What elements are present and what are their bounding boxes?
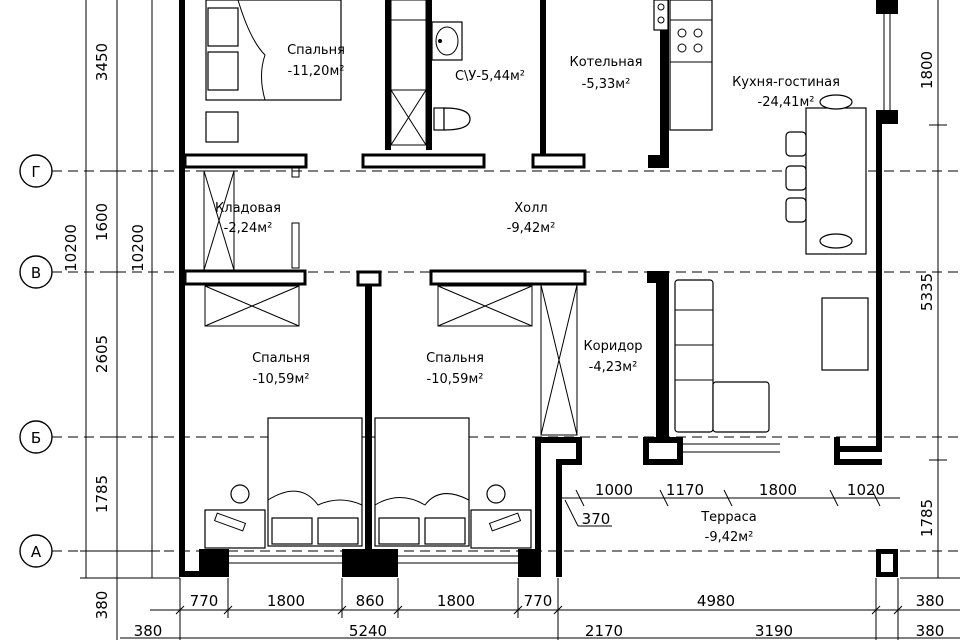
tv-unit bbox=[821, 297, 869, 371]
sink bbox=[431, 21, 463, 61]
room-bedroom-left-name: Спальня bbox=[252, 351, 310, 366]
right-dimension-chain bbox=[900, 0, 960, 579]
interior-walls bbox=[183, 0, 780, 549]
dining-table bbox=[785, 94, 867, 255]
bottom-dimension-chain bbox=[120, 578, 960, 640]
room-hall-name: Холл bbox=[514, 201, 547, 216]
bed-top bbox=[205, 0, 342, 143]
dim-terrace-3: 1800 bbox=[759, 481, 797, 499]
room-bedroom-top-area: -11,20м² bbox=[288, 64, 345, 79]
dim-bottom2-5: 380 bbox=[916, 622, 945, 640]
dim-terrace-step: 370 bbox=[582, 510, 611, 528]
dim-terrace-4: 1020 bbox=[847, 481, 885, 499]
room-bedroom-mid-name: Спальня bbox=[426, 351, 484, 366]
wardrobe-bedroom-left bbox=[204, 285, 300, 327]
room-kitchen-area: -24,41м² bbox=[758, 95, 815, 110]
room-bedroom-top-name: Спальня bbox=[287, 43, 345, 58]
dim-bottom-1: 770 bbox=[190, 592, 219, 610]
bed-left bbox=[267, 417, 363, 547]
room-corridor-area: -4,23м² bbox=[589, 360, 638, 375]
dim-right-3: 1785 bbox=[918, 499, 936, 537]
dim-terrace-2: 1170 bbox=[666, 481, 704, 499]
room-bedroom-mid-area: -10,59м² bbox=[427, 372, 484, 387]
dim-left-total: 10200 bbox=[62, 224, 80, 272]
dim-right-1: 1800 bbox=[918, 51, 936, 89]
wardrobe-corridor bbox=[540, 284, 578, 436]
terrace-dimension-chain bbox=[560, 489, 900, 527]
axis-marker-g: Г bbox=[19, 154, 53, 188]
dim-left-2: 1600 bbox=[93, 203, 111, 241]
dim-bottom-6: 4980 bbox=[697, 592, 735, 610]
dim-bottom-4: 1800 bbox=[437, 592, 475, 610]
axis-label-g: Г bbox=[31, 163, 40, 181]
dim-bottom-2: 1800 bbox=[267, 592, 305, 610]
dim-left-4: 1785 bbox=[93, 475, 111, 513]
room-pantry-area: -2,24м² bbox=[224, 221, 273, 236]
dim-bottom-7: 380 bbox=[916, 592, 945, 610]
desk-mid bbox=[470, 484, 532, 549]
axis-label-v: В bbox=[31, 264, 41, 282]
axis-label-b: Б bbox=[31, 429, 41, 447]
desk-left bbox=[204, 484, 266, 549]
dim-left-3: 2605 bbox=[93, 335, 111, 373]
room-kitchen-name: Кухня-гостиная bbox=[732, 75, 840, 90]
axis-label-a: А bbox=[31, 543, 42, 561]
dim-left-1: 3450 bbox=[93, 43, 111, 81]
wardrobe-bedroom-mid bbox=[437, 285, 533, 327]
dim-bottom2-4: 3190 bbox=[755, 622, 793, 640]
sofa bbox=[674, 279, 770, 433]
axis-marker-v: В bbox=[19, 255, 53, 289]
room-boiler-name: Котельная bbox=[569, 55, 642, 70]
room-bedroom-left-area: -10,59м² bbox=[253, 372, 310, 387]
dim-bottom2-2: 5240 bbox=[349, 622, 387, 640]
room-terrace-name: Терраса bbox=[700, 510, 757, 525]
wardrobe-pantry bbox=[203, 170, 235, 271]
room-bathroom-label: С\У-5,44м² bbox=[455, 69, 525, 84]
dim-bottom-3: 860 bbox=[356, 592, 385, 610]
dim-bottom2-3: 2170 bbox=[585, 622, 623, 640]
dim-bottom-5: 770 bbox=[524, 592, 553, 610]
axis-marker-a: А bbox=[19, 534, 53, 568]
dim-bottom2-1: 380 bbox=[134, 622, 163, 640]
room-boiler-area: -5,33м² bbox=[582, 77, 631, 92]
room-corridor-name: Коридор bbox=[583, 339, 642, 354]
dim-terrace-1: 1000 bbox=[595, 481, 633, 499]
left-dimension-chain bbox=[80, 0, 180, 640]
kitchen-counter bbox=[653, 0, 713, 131]
room-pantry-name: Кладовая bbox=[215, 201, 281, 216]
wardrobe-bathroom bbox=[390, 0, 427, 146]
room-hall-area: -9,42м² bbox=[507, 221, 556, 236]
toilet bbox=[433, 107, 471, 131]
room-terrace-area: -9,42м² bbox=[705, 530, 754, 545]
axis-marker-b: Б bbox=[19, 420, 53, 454]
exterior-walls bbox=[179, 0, 898, 577]
dim-left-total-inner: 10200 bbox=[129, 224, 147, 272]
dim-left-offset: 380 bbox=[93, 591, 111, 620]
dim-right-2: 5335 bbox=[918, 273, 936, 311]
bed-mid bbox=[374, 417, 470, 547]
